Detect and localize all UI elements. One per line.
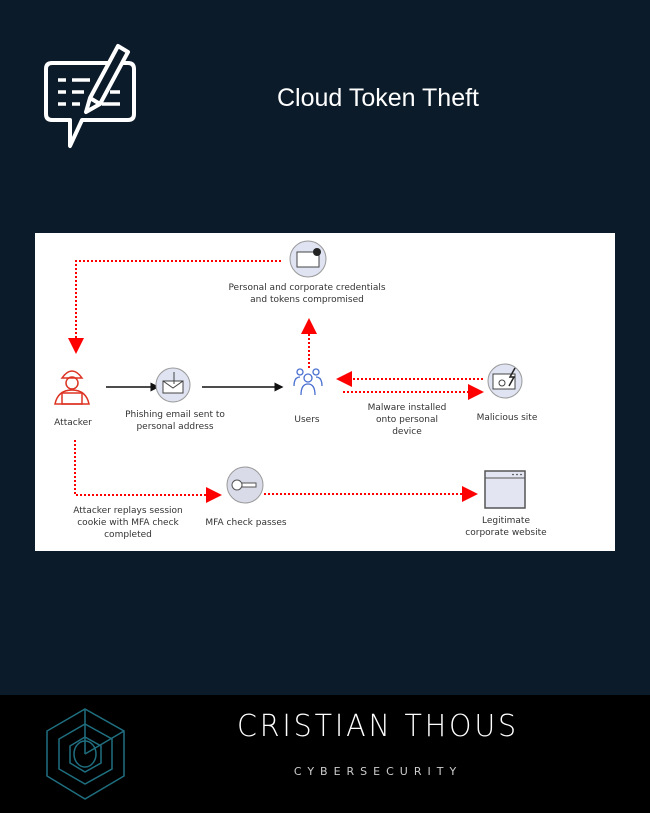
credentials-icon [289, 240, 327, 278]
hexagon-logo-icon [46, 708, 125, 800]
chat-edit-icon [44, 44, 136, 148]
label-legit: Legitimate [482, 516, 530, 526]
malicious-site-icon [487, 363, 523, 399]
label-replay-2: cookie with MFA check [77, 518, 179, 528]
label-phishing: Phishing email sent to [125, 410, 225, 420]
brand-tagline: CYBERSECURITY [293, 765, 463, 778]
label-malware: Malware installed [368, 403, 447, 413]
label-users: Users [294, 415, 320, 425]
email-icon [155, 367, 191, 403]
page-title: Cloud Token Theft [277, 84, 479, 112]
footer: CRISTIAN THOUS CYBERSECURITY [0, 695, 650, 813]
arrow-credentials-to-attacker [68, 260, 281, 354]
label-replay: Attacker replays session [73, 506, 182, 516]
arrow-attacker-to-mfa [74, 440, 222, 503]
users-icon [293, 368, 323, 396]
label-malware-3: device [392, 427, 422, 437]
label-legit-2: corporate website [465, 528, 547, 538]
label-mfa: MFA check passes [205, 518, 286, 528]
label-phishing-2: personal address [136, 422, 213, 432]
attacker-icon [54, 370, 90, 405]
label-credentials-2: and tokens compromised [250, 295, 364, 305]
label-malicious-site: Malicious site [477, 413, 538, 423]
website-window-icon [484, 470, 526, 509]
label-attacker: Attacker [54, 418, 92, 428]
label-replay-3: completed [104, 530, 152, 540]
mfa-key-icon [226, 466, 264, 504]
label-credentials: Personal and corporate credentials [228, 283, 385, 293]
brand-name: CRISTIAN THOUS [236, 709, 520, 744]
label-malware-2: onto personal [376, 415, 438, 425]
